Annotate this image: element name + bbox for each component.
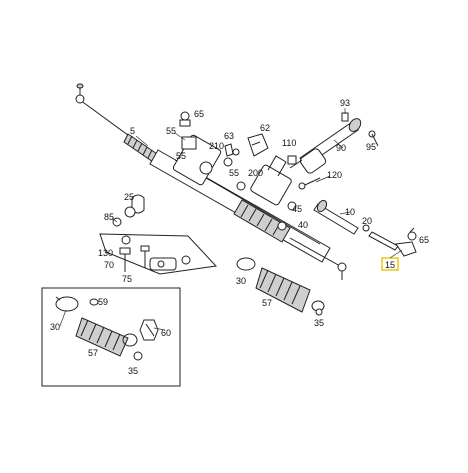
steering-joint xyxy=(287,112,379,174)
bolt-65 xyxy=(179,111,191,127)
callout-25: 25 xyxy=(124,192,134,202)
inner-tie-rod xyxy=(313,199,399,251)
callout-59: 59 xyxy=(98,297,108,307)
callout-30-inset: 30 xyxy=(50,322,60,332)
callout-55-c: 55 xyxy=(176,151,186,161)
callout-55-b: 55 xyxy=(229,168,239,178)
callout-65-top: 65 xyxy=(194,109,204,119)
bellows-57 xyxy=(255,267,325,316)
callout-57-inset: 57 xyxy=(88,348,98,358)
callout-57-right: 57 xyxy=(262,298,272,308)
bolt-120 xyxy=(298,177,321,190)
callout-35-right: 35 xyxy=(314,318,324,328)
callout-90: 90 xyxy=(336,143,346,153)
steering-rack xyxy=(75,83,347,280)
callout-10: 10 xyxy=(345,207,355,217)
callout-210: 210 xyxy=(209,141,224,151)
clamps xyxy=(236,201,297,271)
callout-200: 200 xyxy=(248,168,263,178)
callout-labels: 5 55 65 93 63 62 110 90 95 210 55 200 55… xyxy=(50,98,429,376)
callout-15: 15 xyxy=(385,260,395,270)
callout-62: 62 xyxy=(260,123,270,133)
callout-85: 85 xyxy=(104,212,114,222)
callout-30-right: 30 xyxy=(236,276,246,286)
tie-rod-end xyxy=(395,227,417,257)
callout-70: 70 xyxy=(104,260,114,270)
callout-63: 63 xyxy=(224,131,234,141)
callout-40: 40 xyxy=(298,220,308,230)
callout-60: 60 xyxy=(161,328,171,338)
callout-95: 95 xyxy=(366,142,376,152)
callout-120: 120 xyxy=(327,170,342,180)
callout-130: 130 xyxy=(98,248,113,258)
leader-lines xyxy=(59,108,403,331)
callout-93: 93 xyxy=(340,98,350,108)
callout-35-inset: 35 xyxy=(128,366,138,376)
callout-45: 45 xyxy=(292,204,302,214)
mounting-parts xyxy=(99,194,218,275)
callout-5: 5 xyxy=(130,126,135,136)
inset-kit xyxy=(41,287,181,387)
callout-20: 20 xyxy=(362,216,372,226)
parts-63-62 xyxy=(224,133,269,157)
callout-75: 75 xyxy=(122,274,132,284)
callout-55-a: 55 xyxy=(166,126,176,136)
callout-65-right: 65 xyxy=(419,235,429,245)
callout-110: 110 xyxy=(282,138,296,148)
